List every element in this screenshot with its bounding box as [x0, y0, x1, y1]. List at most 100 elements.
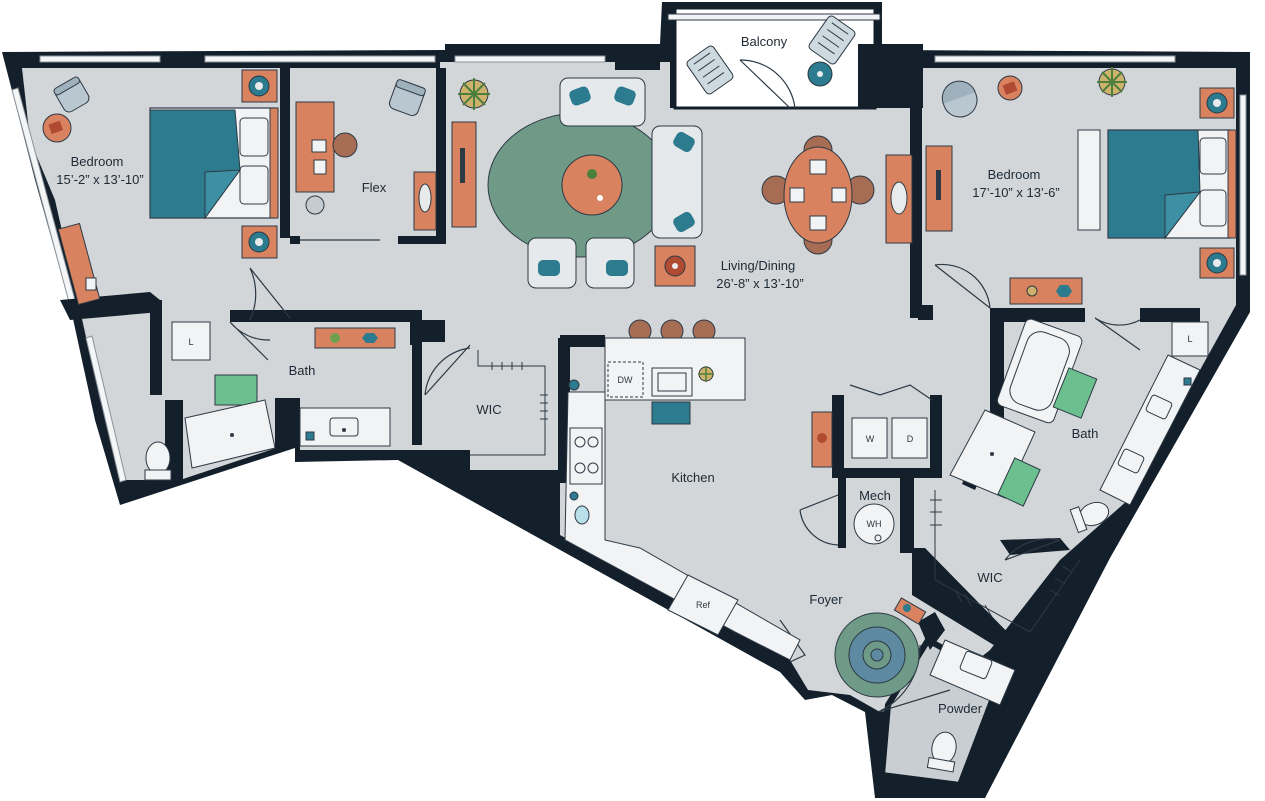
wall — [275, 398, 300, 448]
plant-icon — [330, 333, 340, 343]
cushion — [569, 86, 591, 106]
tv — [936, 170, 941, 200]
mirror — [890, 181, 908, 215]
pillow — [1199, 189, 1227, 227]
window — [39, 55, 161, 63]
chair-icon — [388, 79, 426, 117]
kitchen-label: Kitchen — [671, 470, 714, 485]
door-swing — [229, 321, 271, 361]
bath-right-label: Bath — [1072, 426, 1099, 441]
lounge-chair-icon — [686, 45, 734, 95]
lamp-icon — [1213, 259, 1221, 267]
shower-drain — [990, 452, 994, 456]
window — [85, 335, 127, 483]
laundry-mech: W D WH — [851, 417, 928, 545]
wall — [858, 44, 923, 108]
foyer-fixtures — [834, 597, 927, 698]
window — [454, 55, 606, 63]
decor-dot — [817, 71, 823, 77]
wall — [410, 320, 445, 342]
cushion — [538, 260, 560, 276]
decor-dot — [817, 433, 827, 443]
refrigerator — [667, 574, 739, 636]
wall — [962, 318, 1004, 490]
wall — [398, 236, 446, 244]
wall — [918, 612, 945, 650]
foyer-label: Foyer — [809, 592, 843, 607]
door-swing — [249, 267, 291, 321]
placemat — [789, 187, 805, 203]
laptop-icon — [313, 159, 327, 175]
bedroom-left-size: 15’-2” x 13’-10” — [56, 172, 143, 187]
door-swing — [877, 644, 951, 713]
door-swing — [1004, 538, 1061, 561]
plant-icon — [698, 366, 714, 382]
plant-icon — [1026, 285, 1038, 297]
wall — [990, 308, 1085, 322]
sink-icon — [329, 417, 359, 437]
kitchen-fixtures: DW Ref — [564, 337, 833, 661]
placemat — [831, 187, 847, 203]
bed-headboard — [269, 107, 279, 219]
decor-hex — [1056, 285, 1072, 297]
balcony-label: Balcony — [741, 34, 788, 49]
toilet-icon — [144, 441, 172, 481]
sink-icon — [1145, 394, 1173, 420]
wall — [930, 395, 942, 475]
closet-rod — [934, 490, 1081, 633]
decor-hex — [362, 333, 378, 343]
linen-closet — [171, 321, 211, 361]
wall — [412, 345, 422, 445]
dining-table — [783, 146, 853, 244]
washer-label: W — [866, 434, 875, 444]
door-swing — [739, 59, 796, 109]
wall — [560, 335, 605, 347]
cushion — [614, 86, 636, 106]
soap-icon — [1183, 377, 1192, 386]
living-dining-size: 26’-8” x 13’-10” — [716, 276, 803, 291]
living-furniture — [451, 77, 913, 343]
dishwasher-label: DW — [618, 375, 633, 385]
laptop-icon — [85, 277, 97, 291]
blanket-fold — [204, 169, 242, 220]
cushion — [606, 260, 628, 276]
sink-icon — [1117, 448, 1145, 474]
blanket-fold — [1164, 191, 1202, 240]
wall — [918, 305, 933, 320]
bed-headboard — [1227, 129, 1237, 239]
bath-mat — [214, 374, 258, 406]
powder-label: Powder — [938, 701, 983, 716]
tv — [460, 148, 465, 183]
wic-left-fixtures — [470, 350, 548, 456]
door-swing — [1094, 317, 1141, 351]
console — [893, 597, 927, 625]
placemat — [809, 159, 827, 175]
flex-label: Flex — [362, 180, 387, 195]
wall — [150, 300, 162, 395]
chair-icon — [53, 76, 90, 113]
living-dining-label: Living/Dining — [721, 258, 795, 273]
linen-closet-label: L — [188, 337, 193, 347]
valve-icon — [874, 534, 882, 542]
doors — [229, 59, 1141, 713]
decor-dot — [597, 195, 603, 201]
pillow — [239, 117, 269, 157]
water-heater — [853, 503, 895, 545]
wall — [290, 236, 300, 244]
door-swing — [779, 619, 806, 663]
dresser — [925, 145, 953, 232]
book-icon — [48, 120, 64, 135]
wall — [910, 108, 922, 318]
desk-chair — [332, 132, 358, 158]
wall — [838, 478, 846, 548]
canister-icon — [569, 491, 579, 501]
balcony-furniture — [686, 15, 856, 95]
plant-icon — [587, 169, 597, 179]
bath-mat — [997, 457, 1041, 507]
bath-mat — [1052, 367, 1098, 419]
soap-icon — [305, 431, 315, 441]
wall — [615, 44, 660, 70]
shower-drain — [230, 433, 234, 437]
door-swing — [424, 344, 471, 396]
window — [934, 55, 1176, 63]
